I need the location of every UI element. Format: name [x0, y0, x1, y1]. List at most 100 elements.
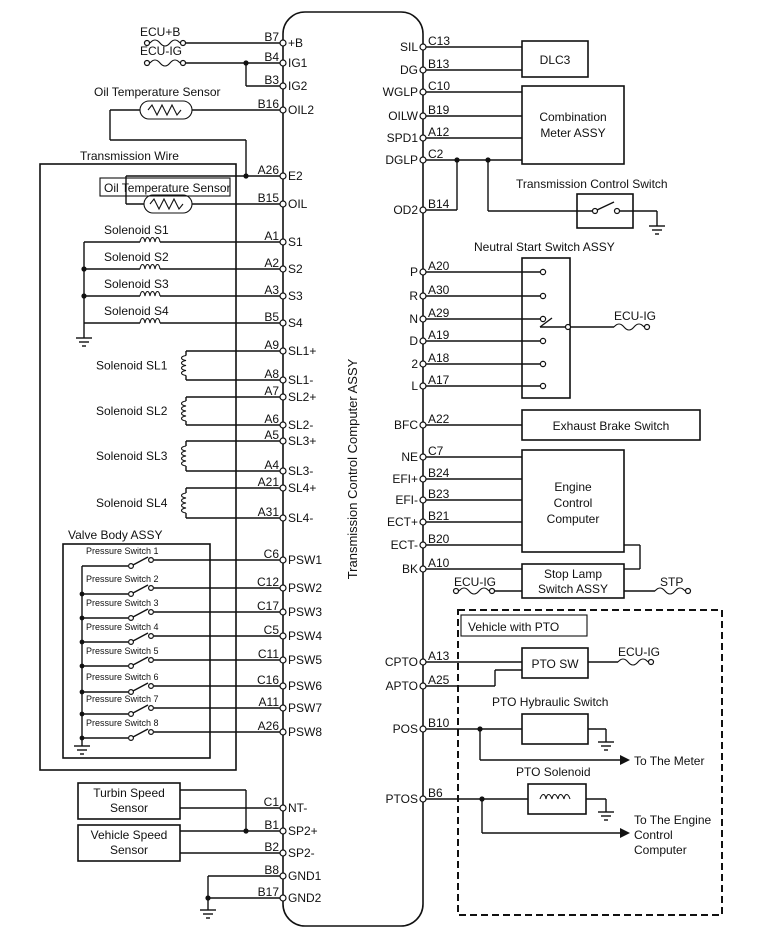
solenoid-s3: Solenoid S3 [84, 277, 283, 297]
dlc3: DLC3 [423, 40, 589, 78]
pin-name: SPD1 [387, 131, 419, 145]
pin-code: B13 [428, 57, 450, 71]
ecu-right-pins: C13SILB13DGC10WGLPB19OILWA12SPD1C2DGLPB1… [383, 34, 451, 806]
valve-body-box [62, 543, 211, 759]
pressure-switch-1: Pressure Switch 1 [82, 546, 283, 569]
pin-code: B6 [428, 786, 443, 800]
pin-code: B8 [264, 863, 279, 877]
pin-code: A3 [264, 283, 279, 297]
pin-code: A6 [264, 412, 279, 426]
pin-name: SP2- [288, 846, 315, 860]
svg-text:Sensor: Sensor [110, 801, 148, 815]
pin-name: OIL2 [288, 103, 314, 117]
pto-switch: PTO SW ECU-IG [423, 645, 660, 687]
pin-name: EFI- [395, 493, 418, 507]
pin-name: SP2+ [288, 824, 318, 838]
pin-name: DG [400, 63, 418, 77]
power-ecu-ig: ECU-IG [140, 44, 283, 87]
pin-code: A19 [428, 328, 450, 342]
svg-text:Computer: Computer [547, 512, 600, 526]
pin-name: P [410, 265, 418, 279]
ecu-ig-label: ECU-IG [140, 44, 182, 58]
pin-code: A4 [264, 458, 279, 472]
pressure-switch-4: Pressure Switch 4 [82, 622, 283, 645]
ecu-pin-dg: B13 DG [400, 57, 450, 77]
pin-code: C5 [264, 623, 280, 637]
exhaust-brake-switch: Exhaust Brake Switch [423, 409, 701, 441]
pin-code: B16 [258, 97, 280, 111]
svg-text:To The Engine: To The Engine [634, 813, 711, 827]
pressure-switch-3: Pressure Switch 3 [82, 598, 283, 621]
pin-code: A8 [264, 367, 279, 381]
pin-name: SL2- [288, 418, 313, 432]
pin-name: 2 [411, 357, 418, 371]
pressure-switch-7: Pressure Switch 7 [82, 694, 283, 717]
pin-name: SL3+ [288, 434, 316, 448]
pin-name: SIL [400, 40, 418, 54]
pin-code: A29 [428, 306, 450, 320]
pin-name: ECT+ [387, 515, 418, 529]
solenoid-s4: Solenoid S4 [84, 304, 283, 324]
pin-name: PSW8 [288, 725, 322, 739]
oil-temp-inner-label: Oil Temperature Sensor [104, 181, 231, 195]
pressure-switch-label: Pressure Switch 2 [86, 574, 159, 584]
solenoid-sl3-label: Solenoid SL3 [96, 449, 168, 463]
pin-name: BFC [394, 418, 418, 432]
solenoid-s1: Solenoid S1 [84, 223, 283, 243]
pin-code: A20 [428, 259, 450, 273]
stop-ecu-ig-label: ECU-IG [454, 575, 496, 589]
oil-temp-sensor-inner: Oil Temperature Sensor [99, 175, 283, 214]
solenoid-sl4: Solenoid SL4 [96, 487, 283, 519]
pin-code: A25 [428, 673, 450, 687]
pto-sw-label: PTO SW [531, 657, 579, 671]
pin-code: C6 [264, 547, 280, 561]
svg-text:Control: Control [554, 496, 593, 510]
pin-name: PSW1 [288, 553, 322, 567]
pin-code: B17 [258, 885, 280, 899]
pin-name: E2 [288, 169, 303, 183]
pressure-switch-label: Pressure Switch 1 [86, 546, 159, 556]
pin-code: C7 [428, 444, 444, 458]
pin-code: C1 [264, 795, 280, 809]
solenoid-sl4-label: Solenoid SL4 [96, 496, 168, 510]
pto-ecu-ig-label: ECU-IG [618, 645, 660, 659]
pin-name: IG2 [288, 79, 308, 93]
solenoid-s2-label: Solenoid S2 [104, 250, 169, 264]
pin-name: SL4- [288, 511, 313, 525]
pressure-switch-2: Pressure Switch 2 [82, 574, 283, 597]
pin-name: S2 [288, 262, 303, 276]
solenoid-sl2: Solenoid SL2 [96, 396, 283, 426]
pin-code: B21 [428, 509, 450, 523]
pin-code: A11 [259, 695, 280, 709]
pin-name: NE [401, 450, 418, 464]
pin-name: WGLP [383, 85, 418, 99]
pressure-switch-label: Pressure Switch 4 [86, 622, 159, 632]
stop-lamp-switch: Stop Lamp Switch ASSY ECU-IG STP [452, 563, 692, 599]
pin-name: OD2 [393, 203, 418, 217]
pressure-switch-6: Pressure Switch 6 [82, 672, 283, 695]
turbine-speed-sensor: Turbin Speed Sensor [77, 782, 283, 834]
oil-temp-sensor-top: Oil Temperature Sensor [94, 85, 283, 179]
ground-wires [200, 875, 283, 919]
solenoid-s4-label: Solenoid S4 [104, 304, 169, 318]
pin-code: C16 [257, 673, 279, 687]
pin-code: A13 [428, 649, 450, 663]
combination-meter: Combination Meter ASSY [423, 85, 625, 211]
